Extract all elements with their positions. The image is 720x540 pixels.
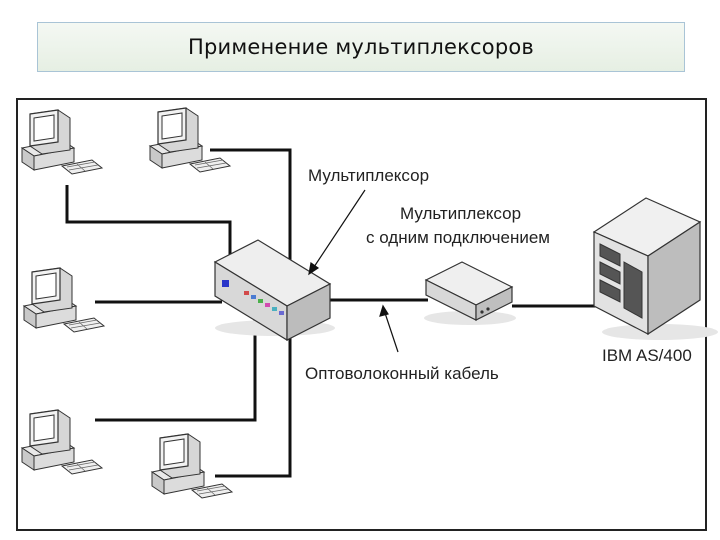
single-mux-label-line2: с одним подключением <box>366 228 550 247</box>
cable-ws1 <box>65 185 232 255</box>
multiplexer-label: Мультиплексор <box>308 166 429 185</box>
cable-ws5 <box>215 330 292 478</box>
port-lights <box>244 291 284 315</box>
server-label: IBM AS/400 <box>602 346 692 365</box>
workstation-icon <box>151 433 233 499</box>
multiplexer-icon <box>213 239 335 342</box>
title-banner: Применение мультиплексоров <box>37 22 685 72</box>
workstation-icon <box>21 109 103 175</box>
fiber-cable-label: Оптоволоконный кабель <box>305 364 499 383</box>
page-title: Применение мультиплексоров <box>187 35 534 59</box>
leader-lines <box>308 189 399 353</box>
single-mux-label-line1: Мультиплексор <box>400 204 521 223</box>
server-tower-icon <box>592 197 718 340</box>
single-connection-multiplexer-icon <box>424 261 516 325</box>
cable-lines <box>65 148 598 478</box>
workstation-icon <box>23 267 105 333</box>
diagram-frame <box>16 98 707 531</box>
cable-ws4 <box>95 318 257 422</box>
workstation-icon <box>21 409 103 475</box>
cable-ws2 <box>210 148 292 262</box>
workstation-icon <box>149 107 231 173</box>
